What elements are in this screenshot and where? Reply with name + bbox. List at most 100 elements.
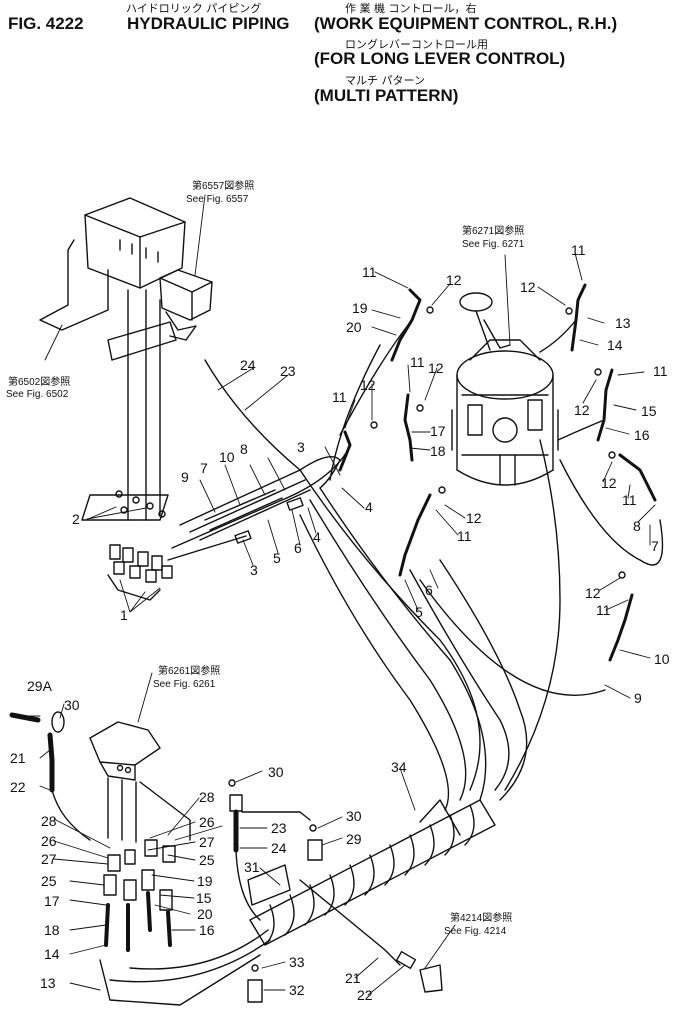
callout-16b: 16 (199, 922, 215, 938)
ref-6502-en: See Fig. 6502 (6, 389, 69, 400)
ref-6502-jp: 第6502図参照 (8, 375, 70, 388)
callout-numbers: 1 2 3 3 4 4 5 5 6 6 7 7 8 8 9 9 10 10 11… (10, 242, 670, 1003)
callout-12-d: 12 (428, 360, 444, 376)
callout-12-f: 12 (601, 475, 617, 491)
ref-6557-en: See Fig. 6557 (186, 194, 249, 205)
callout-14b: 14 (44, 946, 60, 962)
callout-29: 29 (346, 831, 362, 847)
callout-5b: 5 (415, 604, 423, 620)
callout-6: 6 (294, 540, 302, 556)
callout-12-g: 12 (466, 510, 482, 526)
title-jp-hydraulic-piping: ハイドロリック パイピング (126, 2, 262, 15)
callout-3: 3 (250, 562, 258, 578)
figure-references: 第6557図参照 See Fig. 6557 第6502図参照 See Fig.… (6, 179, 525, 937)
callout-10: 10 (219, 449, 235, 465)
callout-19: 19 (352, 300, 368, 316)
callout-16: 16 (634, 427, 650, 443)
lower-valve-block (89, 721, 191, 843)
callout-9b: 9 (634, 690, 642, 706)
callout-27b: 27 (199, 834, 215, 850)
callout-11-d: 11 (571, 242, 586, 258)
pilot-valve-fittings (338, 283, 657, 662)
callout-11-h: 11 (596, 602, 611, 618)
callout-31: 31 (244, 859, 260, 875)
callout-24: 24 (240, 357, 256, 373)
title-multi-pattern: (MULTI PATTERN) (314, 86, 459, 105)
callout-17b: 17 (44, 893, 60, 909)
callout-21: 21 (10, 750, 26, 766)
ref-4214-en: See Fig. 4214 (444, 926, 507, 937)
title-work-equipment-control: (WORK EQUIPMENT CONTROL, R.H.) (314, 14, 618, 33)
callout-30c: 30 (346, 808, 362, 824)
figure-number: FIG. 4222 (8, 14, 84, 33)
callout-34: 34 (391, 759, 407, 775)
callout-28b: 28 (199, 789, 215, 805)
callout-29A: 29A (27, 678, 53, 694)
callout-7: 7 (200, 460, 208, 476)
ref-6271-en: See Fig. 6271 (462, 239, 525, 250)
callout-11-a: 11 (362, 264, 377, 280)
callout-22b: 22 (357, 987, 373, 1003)
callout-7b: 7 (651, 538, 659, 554)
callout-33: 33 (289, 954, 305, 970)
callout-30: 30 (64, 697, 80, 713)
callout-6b: 6 (425, 582, 433, 598)
callout-30b: 30 (268, 764, 284, 780)
callout-5: 5 (273, 550, 281, 566)
callout-20b: 20 (197, 906, 213, 922)
callout-13b: 13 (40, 975, 56, 991)
ref-4214-jp: 第4214図参照 (450, 911, 512, 924)
callout-11-g: 11 (457, 528, 472, 544)
lower-left-fittings (9, 711, 271, 1006)
lower-fittings-group (107, 544, 173, 601)
callout-leader-lines (14, 194, 656, 996)
callout-1: 1 (120, 607, 128, 623)
callout-25: 25 (41, 873, 57, 889)
callout-9: 9 (181, 469, 189, 485)
callout-8: 8 (240, 441, 248, 457)
fittings-23-24-29 (228, 779, 323, 921)
callout-4: 4 (365, 499, 373, 515)
callout-23: 23 (280, 363, 296, 379)
callout-2: 2 (72, 511, 80, 527)
pilot-control-valve (451, 292, 559, 486)
title-long-lever-control: (FOR LONG LEVER CONTROL) (314, 49, 566, 68)
callout-10b: 10 (654, 651, 670, 667)
callout-26b: 26 (199, 814, 215, 830)
callout-27: 27 (41, 851, 57, 867)
callout-28: 28 (41, 813, 57, 829)
pilot-hoses-left (167, 449, 349, 561)
callout-20: 20 (346, 319, 362, 335)
callout-11-f: 11 (622, 492, 637, 508)
callout-32: 32 (289, 982, 305, 998)
callout-21b: 21 (345, 970, 361, 986)
callout-18b: 18 (44, 922, 60, 938)
callout-23b: 23 (271, 820, 287, 836)
callout-12-c: 12 (360, 377, 376, 393)
ref-6261-en: See Fig. 6261 (153, 679, 216, 690)
callout-15: 15 (641, 403, 657, 419)
callout-26: 26 (41, 833, 57, 849)
callout-12-b: 12 (520, 279, 536, 295)
callout-13: 13 (615, 315, 631, 331)
callout-12-e: 12 (574, 402, 590, 418)
callout-11-b: 11 (332, 389, 347, 405)
callout-18: 18 (430, 443, 446, 459)
callout-12-h: 12 (585, 585, 601, 601)
callout-11-e: 11 (653, 363, 668, 379)
main-hose-bundle-curves (204, 344, 664, 811)
callout-19b: 19 (197, 873, 213, 889)
title-jp-long-lever-control: ロングレバーコントロール用 (345, 38, 488, 51)
callout-15b: 15 (196, 890, 212, 906)
callout-4b: 4 (313, 529, 321, 545)
title-jp-work-equipment-control: 作 業 機 コントロール，右 (345, 2, 477, 15)
callout-12-a: 12 (446, 272, 462, 288)
title-jp-multi-pattern: マルチ パターン (345, 74, 425, 87)
callout-25b: 25 (199, 852, 215, 868)
title-hydraulic-piping: HYDRAULIC PIPING (127, 14, 290, 33)
callout-14: 14 (607, 337, 623, 353)
callout-8b: 8 (633, 518, 641, 534)
ref-6557-jp: 第6557図参照 (192, 179, 254, 192)
protective-sleeve (247, 799, 496, 1003)
